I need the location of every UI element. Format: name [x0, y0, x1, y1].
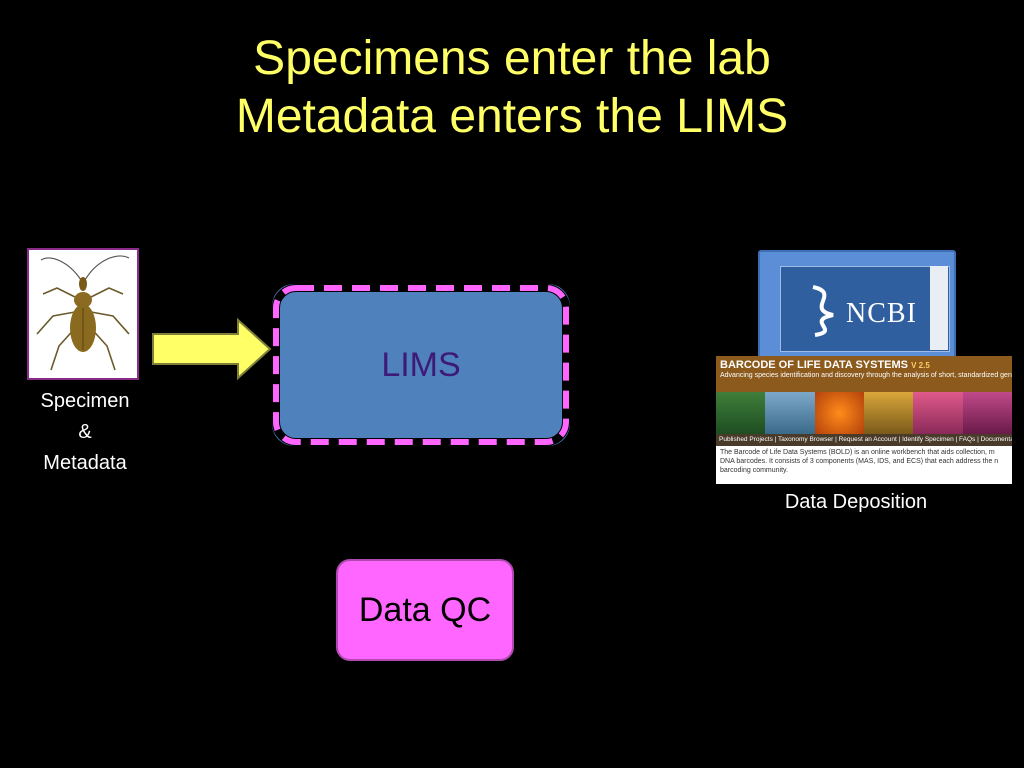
ncbi-logo: NCBI — [758, 250, 956, 360]
bold-title-row: BARCODE OF LIFE DATA SYSTEMS V 2.5 — [720, 359, 1008, 371]
ncbi-logo-panel — [780, 266, 950, 352]
insect-icon — [36, 255, 130, 371]
bold-description: The Barcode of Life Data Systems (BOLD) … — [720, 449, 999, 474]
bold-header: BARCODE OF LIFE DATA SYSTEMS V 2.5 Advan… — [716, 356, 1012, 392]
data-qc-box: Data QC — [336, 559, 514, 661]
lims-label: LIMS — [381, 346, 461, 384]
specimen-image — [27, 248, 139, 380]
bold-title: BARCODE OF LIFE DATA SYSTEMS — [720, 359, 909, 371]
specimen-label-line-2: & — [78, 421, 92, 443]
bold-version: V 2.5 — [911, 361, 930, 370]
bold-subtitle: Advancing species identification and dis… — [720, 372, 1012, 379]
slide-title: Specimens enter the lab Metadata enters … — [0, 30, 1024, 146]
bold-screenshot: BARCODE OF LIFE DATA SYSTEMS V 2.5 Advan… — [716, 356, 1012, 484]
title-line-2: Metadata enters the LIMS — [235, 90, 789, 143]
dna-helix-icon — [812, 285, 834, 337]
lims-box: LIMS — [272, 284, 570, 446]
arrow-right-icon — [152, 317, 272, 381]
data-deposition-label: Data Deposition — [784, 491, 928, 513]
ncbi-scrollbar — [930, 266, 948, 350]
bold-image-strip — [716, 392, 1012, 434]
specimen-label: Specimen & Metadata — [20, 386, 150, 479]
data-qc-label: Data QC — [358, 590, 492, 629]
specimen-label-line-3: Metadata — [43, 452, 127, 474]
lims-border — [272, 284, 570, 446]
specimen-label-line-1: Specimen — [40, 390, 130, 412]
ncbi-logo-text: NCBI — [846, 298, 917, 329]
bold-nav-bar: Published Projects | Taxonomy Browser | … — [716, 434, 1012, 446]
title-line-1: Specimens enter the lab — [253, 32, 771, 85]
